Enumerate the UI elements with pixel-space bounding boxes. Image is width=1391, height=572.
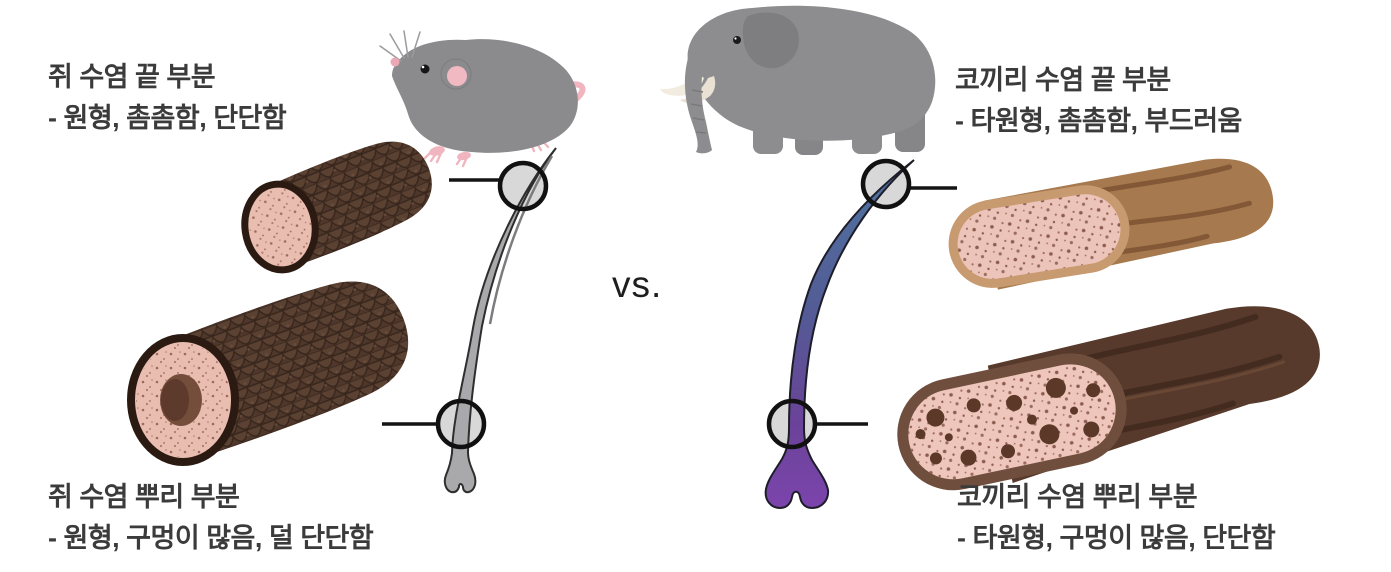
mouse-nose [390,57,400,67]
mouse-root-medulla-shade [161,379,189,421]
mouse-tip-label: 쥐 수염 끝 부분 - 원형, 촘촘함, 단단함 [48,57,287,139]
vs-label: vs. [612,264,663,305]
mouse-illustration [379,30,586,168]
elephant-tusk [680,76,716,104]
elephant-trunk-ridges [690,89,707,134]
elephant-root-cross-section [897,306,1320,491]
elephant-root-label: 코끼리 수염 뿌리 부분 - 타원형, 구멍이 많음, 단단함 [957,477,1276,559]
mouse-whisker [443,147,557,494]
elephant-root-label-desc: - 타원형, 구멍이 많음, 단단함 [957,523,1276,553]
mouse-front-foot [429,146,445,156]
elephant-illustration [660,5,936,155]
mouse-front-foot [457,151,471,161]
mouse-root-label: 쥐 수염 뿌리 부분 - 원형, 구멍이 많음, 덜 단단함 [48,477,374,559]
mouse-ear-inner [447,66,467,86]
mouse-root-magnifier [435,398,487,450]
mouse-root-cross-section [127,281,409,466]
elephant-tip-face-pores [957,194,1121,279]
mouse-tip-label-title: 쥐 수염 끝 부분 [48,62,216,92]
mouse-body [392,39,578,153]
pointer-lines [382,178,957,426]
elephant-root-label-title: 코끼리 수염 뿌리 부분 [957,482,1198,512]
elephant-tip-magnifier [860,158,912,210]
elephant-tip-label-title: 코끼리 수염 끝 부분 [955,65,1171,95]
elephant-trunk [684,52,712,154]
elephant-eye [733,36,741,44]
mouse-tip-label-desc: - 원형, 촘촘함, 단단함 [48,103,287,133]
elephant-tip-label-desc: - 타원형, 촘촘함, 부드러움 [955,106,1242,136]
elephant-root-magnifier [766,398,818,450]
mouse-tip-magnifier-fill [500,163,546,209]
elephant-tip-label: 코끼리 수염 끝 부분 - 타원형, 촘촘함, 부드러움 [955,60,1242,142]
elephant-whisker [764,159,915,510]
elephant-body [687,5,936,141]
mouse-tip-magnifier [497,160,549,212]
elephant-eye-highlight [734,37,737,40]
elephant-ear [742,12,799,69]
mouse-eye-highlight [421,65,425,69]
mouse-root-label-desc: - 원형, 구멍이 많음, 덜 단단함 [48,523,374,553]
elephant-tip-cross-section [948,158,1274,290]
mouse-tip-face-pores [248,188,312,266]
elephant-root-holes [915,377,1101,466]
mouse-tip-cross-section [241,141,432,274]
mouse-whisker-lines [379,30,421,62]
magnifier-circle-strokes [435,158,912,450]
mouse-eye [420,64,430,74]
mouse-root-label-title: 쥐 수염 뿌리 부분 [48,482,240,512]
